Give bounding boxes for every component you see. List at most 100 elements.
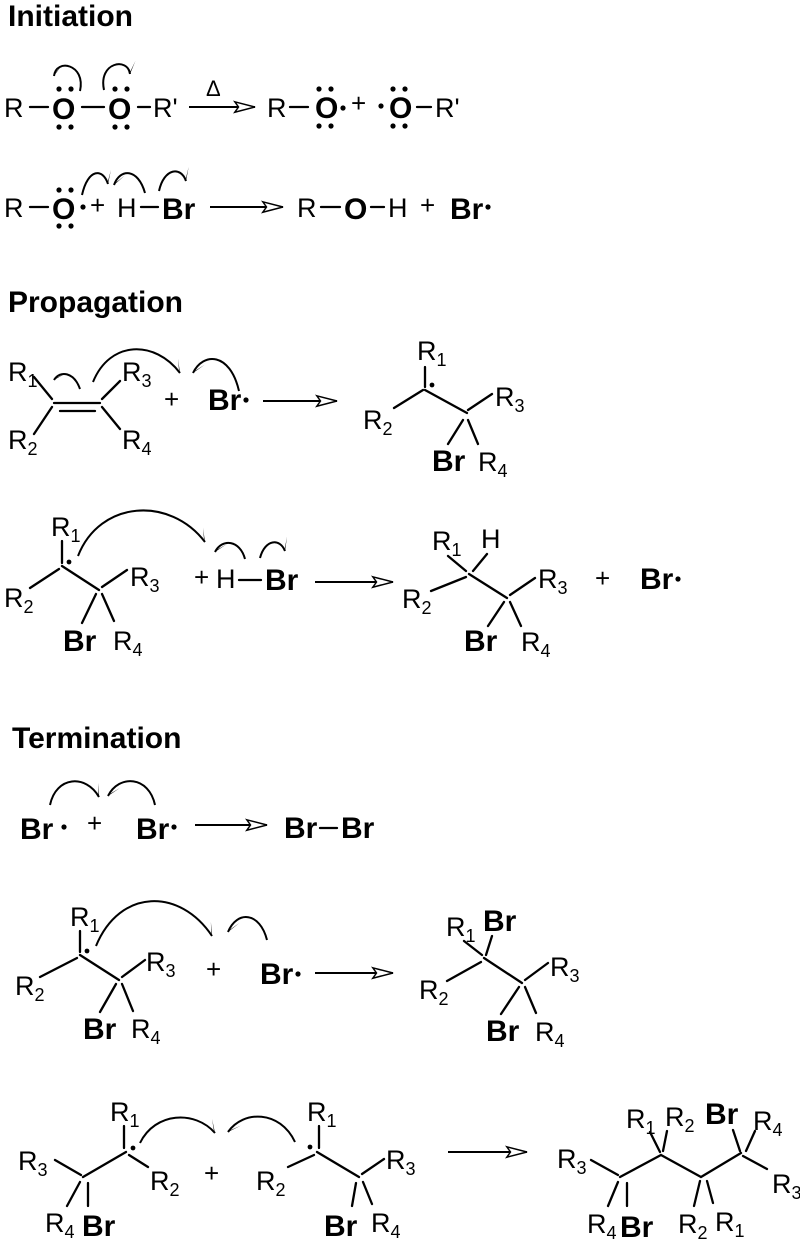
- r1-label: R1: [110, 1097, 140, 1131]
- r3-label: R3: [18, 1146, 48, 1180]
- lone-pair-dot: [68, 86, 74, 92]
- br-label: Br: [705, 1098, 739, 1131]
- oxygen-label: O: [52, 93, 75, 126]
- bond-set: [38, 929, 147, 1014]
- bond-set: [445, 934, 550, 1016]
- section-initiation: Initiation R O O R' Δ R O + O R' R: [4, 0, 491, 229]
- r4-label: R4: [131, 1014, 161, 1048]
- h-label: H: [216, 564, 236, 594]
- fishhook-arrow: [53, 64, 82, 92]
- radical-dot: [66, 559, 72, 565]
- r1-label: R1: [626, 1104, 656, 1138]
- r3-label: R3: [122, 357, 152, 391]
- fishhook-arrow: [192, 358, 240, 392]
- lone-pair-dot: [328, 86, 334, 92]
- plus-sign: +: [595, 563, 610, 593]
- r-label: R: [4, 93, 24, 123]
- bond-set: [589, 1128, 769, 1208]
- br-label: Br: [162, 193, 196, 226]
- radical-dot: [675, 576, 681, 582]
- section-propagation: Propagation R1 R2 R3 R4 + Br R1 R2 R3 Br…: [4, 286, 681, 661]
- br-label: Br: [640, 563, 674, 596]
- initiation-step-1: R O O R' Δ R O + O R': [4, 60, 460, 130]
- lone-pair-dot: [68, 187, 74, 193]
- r4-label: R4: [122, 425, 152, 459]
- termination-heading: Termination: [12, 722, 181, 755]
- lone-pair-dot: [112, 124, 118, 130]
- fishhook-arrow: [214, 542, 246, 560]
- bond-set: [392, 365, 494, 446]
- fishhook-arrow: [107, 780, 156, 806]
- br-label: Br: [341, 812, 375, 845]
- radical-dot: [171, 824, 177, 830]
- r2-label: R2: [8, 425, 38, 459]
- r3-label: R3: [130, 562, 160, 596]
- br-label: Br: [450, 193, 484, 226]
- r4-label: R4: [753, 1106, 783, 1140]
- r1-label: R1: [446, 912, 476, 946]
- h-label: H: [481, 524, 501, 554]
- br-label: Br: [136, 813, 170, 846]
- h-label: H: [388, 193, 408, 223]
- r-label: R: [267, 93, 287, 123]
- r1-label: R1: [70, 902, 100, 936]
- bond-set: [429, 552, 537, 628]
- r3-label: R3: [146, 947, 176, 981]
- r1-label: R1: [307, 1097, 337, 1131]
- r3-label: R3: [495, 382, 525, 416]
- oxygen-label: O: [52, 193, 75, 226]
- fishhook-arrow: [113, 172, 146, 194]
- plus-sign: +: [87, 808, 102, 838]
- br-label: Br: [324, 1210, 358, 1239]
- lone-pair-dot: [328, 123, 334, 129]
- termination-step-3: R3 R4 Br R1 R2 + R2 R1 R3 Br R4 R3 R4 Br…: [18, 1097, 800, 1239]
- r2-label: R2: [678, 1209, 708, 1239]
- initiation-heading: Initiation: [8, 0, 133, 33]
- r1-label: R1: [8, 357, 38, 391]
- plus-sign: +: [420, 190, 435, 220]
- bond-set: [32, 375, 122, 436]
- r4-label: R4: [113, 626, 143, 660]
- r1-label: R1: [715, 1207, 745, 1239]
- propagation-heading: Propagation: [8, 286, 183, 319]
- plus-sign: +: [164, 384, 179, 414]
- radical-dot: [485, 204, 491, 210]
- radical-dot: [243, 397, 249, 403]
- fishhook-arrow: [49, 780, 100, 806]
- r3-label: R3: [538, 564, 568, 598]
- fishhook-arrow: [139, 1116, 216, 1144]
- fishhook-arrow: [259, 536, 288, 559]
- lone-pair-dot: [68, 124, 74, 130]
- fishhook-arrow: [92, 348, 181, 383]
- fishhook-arrow: [53, 372, 81, 390]
- propagation-step-2: R1 R2 R3 Br R4 + H Br R1 H R2 R3 Br R4 +…: [4, 509, 681, 661]
- radical-dot: [340, 105, 346, 111]
- r2-label: R2: [15, 971, 45, 1005]
- r2-label: R2: [4, 583, 34, 617]
- r2-label: R2: [665, 1102, 695, 1136]
- r3-label: R3: [557, 1144, 587, 1178]
- fishhook-arrow: [227, 1115, 296, 1143]
- propagation-step-1: R1 R2 R3 R4 + Br R1 R2 R3 Br R4: [8, 336, 525, 481]
- br-label: Br: [483, 905, 517, 938]
- br-label: Br: [63, 625, 97, 658]
- fishhook-arrow: [81, 169, 111, 196]
- plus-sign: +: [90, 190, 105, 220]
- br-label: Br: [208, 384, 242, 417]
- lone-pair-dot: [390, 86, 396, 92]
- r4-label: R4: [478, 447, 508, 481]
- br-label: Br: [83, 1013, 117, 1046]
- plus-sign: +: [206, 954, 221, 984]
- radical-dot: [295, 971, 301, 977]
- r4-label: R4: [45, 1208, 75, 1239]
- br-label: Br: [82, 1210, 116, 1239]
- br-label: Br: [265, 564, 299, 597]
- radical-dot: [429, 382, 435, 388]
- lone-pair-dot: [124, 124, 130, 130]
- br-label: Br: [464, 625, 498, 658]
- lone-pair-dot: [316, 86, 322, 92]
- r4-label: R4: [535, 1017, 565, 1051]
- section-termination: Termination Br + Br Br Br R1 R2 R3 Br R4…: [12, 722, 800, 1239]
- r3-label: R3: [772, 1169, 800, 1203]
